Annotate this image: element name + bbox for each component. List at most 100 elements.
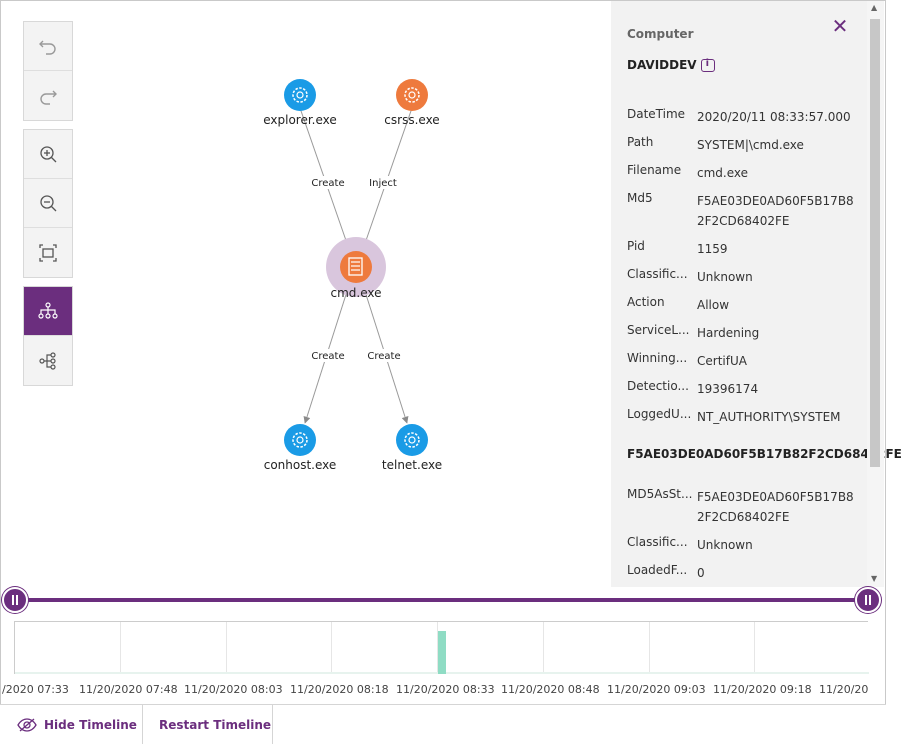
node-label: cmd.exe: [330, 286, 381, 300]
detail-key: ServiceL...: [627, 323, 690, 337]
info-icon[interactable]: [700, 58, 715, 72]
zoom-in-icon: [40, 146, 57, 163]
timeline-gridline: [437, 622, 438, 674]
zoom-in-button[interactable]: [24, 130, 72, 179]
detail-key: Path: [627, 135, 654, 149]
timeline-tick: 11/20/2020 07:48: [79, 683, 178, 696]
hide-timeline-label: Hide Timeline: [44, 717, 137, 732]
edge-label: Inject: [369, 178, 397, 189]
close-icon[interactable]: ✕: [831, 14, 849, 38]
timeline-gridline: [649, 622, 650, 674]
detail-value: Allow: [697, 298, 730, 312]
timeline-footer: Hide Timeline Restart Timeline: [0, 704, 886, 744]
timeline-event-bar[interactable]: [438, 631, 446, 674]
node-label: explorer.exe: [263, 113, 337, 127]
detail-value: 19396174: [697, 382, 759, 396]
edge-label: Create: [311, 178, 344, 189]
detail-value: SYSTEM|\cmd.exe: [697, 138, 804, 152]
host-name-text: DAVIDDEV: [627, 58, 697, 72]
timeline-tick: 11/20/2020 08:03: [184, 683, 283, 696]
detail-key: LoggedU...: [627, 407, 692, 421]
hide-timeline-button[interactable]: Hide Timeline: [16, 705, 137, 744]
history-group: [23, 21, 73, 121]
node-telnet[interactable]: telnet.exe: [382, 424, 442, 472]
timeline-tick: 11/20/2020 08:48: [501, 683, 600, 696]
section-title: F5AE03DE0AD60F5B17B82F2CD68402FE: [627, 447, 902, 461]
host-name: DAVIDDEV: [627, 58, 715, 72]
zoom-out-button[interactable]: [24, 179, 72, 228]
eye-slash-icon: [17, 717, 37, 732]
details-panel: Computer ✕ DAVIDDEV DateTime 2020/20/11 0…: [611, 1, 902, 587]
detail-value: 1159: [697, 242, 728, 256]
panel-title: Computer: [627, 27, 694, 41]
detail-value: CertifUA: [697, 354, 747, 368]
timeline-tick: /2020 07:33: [2, 683, 69, 696]
timeline-range-track[interactable]: [15, 598, 868, 602]
undo-icon: [39, 40, 56, 55]
scroll-thumb[interactable]: [870, 19, 880, 467]
timeline-gridline: [331, 622, 332, 674]
timeline-gridline: [226, 622, 227, 674]
detail-value: 2020/20/11 08:33:57.000: [697, 110, 851, 124]
restart-timeline-label: Restart Timeline: [159, 717, 272, 732]
node-cmd[interactable]: cmd.exe: [326, 237, 386, 300]
fit-screen-button[interactable]: [24, 228, 72, 277]
tree-layout-button[interactable]: [24, 336, 72, 385]
detail-value: F5AE03DE0AD60F5B17B82F2CD68402FE: [697, 194, 854, 228]
timeline-gridline: [120, 622, 121, 674]
detail-key: Winning...: [627, 351, 688, 365]
edge-label: Create: [311, 351, 344, 362]
node-label: csrss.exe: [384, 113, 439, 127]
graph-toolbar: [23, 21, 73, 394]
detail-value: 0: [697, 566, 705, 580]
node-explorer[interactable]: explorer.exe: [263, 79, 337, 127]
detail-value: Hardening: [697, 326, 760, 340]
timeline-start-handle[interactable]: [2, 587, 28, 613]
scroll-down-icon[interactable]: ▼: [871, 574, 878, 583]
timeline-tick: 11/20/2020 09:18: [713, 683, 812, 696]
detail-key: Action: [627, 295, 665, 309]
detail-key: Detectio...: [627, 379, 689, 393]
timeline-histogram[interactable]: [14, 621, 869, 674]
detail-value: NT_AUTHORITY\SYSTEM: [697, 410, 841, 424]
hierarchy-layout-button[interactable]: [24, 287, 72, 336]
layout-group: [23, 286, 73, 386]
scroll-up-icon[interactable]: ▲: [871, 3, 878, 12]
zoom-group: [23, 129, 73, 278]
detail-key: LoadedF...: [627, 563, 688, 577]
redo-icon: [40, 90, 57, 105]
timeline-tick: 11/20/20: [819, 683, 869, 696]
detail-value: F5AE03DE0AD60F5B17B82F2CD68402FE: [697, 490, 854, 524]
detail-key: DateTime: [627, 107, 686, 121]
timeline-tick: 11/20/2020 08:33: [396, 683, 495, 696]
detail-key: Classific...: [627, 535, 688, 549]
detail-key: Filename: [627, 163, 682, 177]
detail-value: Unknown: [697, 270, 753, 284]
detail-key: Classific...: [627, 267, 688, 281]
panel-scrollbar[interactable]: ▲ ▼: [867, 1, 884, 587]
tree-layout-icon: [39, 351, 56, 370]
hierarchy-layout-icon: [38, 302, 58, 319]
timeline-axis: /2020 07:33 11/20/2020 07:48 11/20/2020 …: [0, 683, 886, 697]
node-label: telnet.exe: [382, 458, 442, 472]
detail-value: Unknown: [697, 538, 753, 552]
timeline-gridline: [754, 622, 755, 674]
node-csrss[interactable]: csrss.exe: [384, 79, 440, 127]
undo-button[interactable]: [24, 22, 72, 71]
detail-key: Pid: [627, 239, 645, 253]
node-label: conhost.exe: [264, 458, 337, 472]
edge-label: Create: [367, 351, 400, 362]
timeline-end-handle[interactable]: [855, 587, 881, 613]
fit-screen-icon: [39, 243, 57, 262]
zoom-out-icon: [40, 195, 57, 212]
detail-value: cmd.exe: [697, 166, 749, 180]
restart-timeline-button[interactable]: Restart Timeline: [142, 705, 273, 744]
timeline-tick: 11/20/2020 09:03: [607, 683, 706, 696]
timeline-gridline: [543, 622, 544, 674]
timeline-tick: 11/20/2020 08:18: [290, 683, 389, 696]
redo-button[interactable]: [24, 71, 72, 120]
detail-key: MD5AsSt...: [627, 487, 693, 501]
node-conhost[interactable]: conhost.exe: [264, 424, 337, 472]
process-graph[interactable]: Create Inject Create Create explorer.exe…: [160, 60, 520, 500]
detail-key: Md5: [627, 191, 653, 205]
